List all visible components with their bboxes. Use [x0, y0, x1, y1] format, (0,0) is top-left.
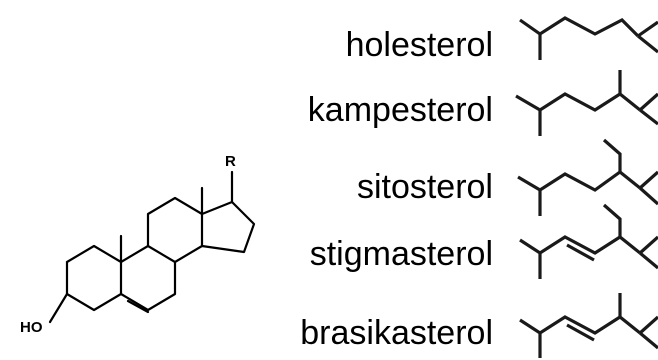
ring-b — [119, 244, 177, 312]
side-chain-brasikasterol — [519, 293, 658, 358]
side-chain-holesterol — [519, 16, 658, 60]
compound-name-sitosterol: sitosterol — [356, 168, 493, 206]
compound-name-holesterol: holesterol — [345, 26, 493, 64]
hydroxyl-label: HO — [20, 319, 43, 336]
side-chain-kampesterol — [515, 70, 658, 136]
side-chain-sitosterol — [517, 138, 658, 216]
ring-c — [146, 196, 204, 264]
compound-name-stigmasterol: stigmasterol — [309, 235, 493, 273]
hydroxyl-bond — [48, 292, 69, 324]
compound-name-brasikasterol: brasikasterol — [300, 314, 493, 352]
ring-d — [200, 200, 256, 254]
r-group-label: R — [225, 153, 236, 170]
ring-b-double-bond — [126, 299, 150, 314]
side-chain-stigmasterol — [519, 203, 658, 279]
compound-name-kampesterol: kampesterol — [307, 91, 493, 129]
